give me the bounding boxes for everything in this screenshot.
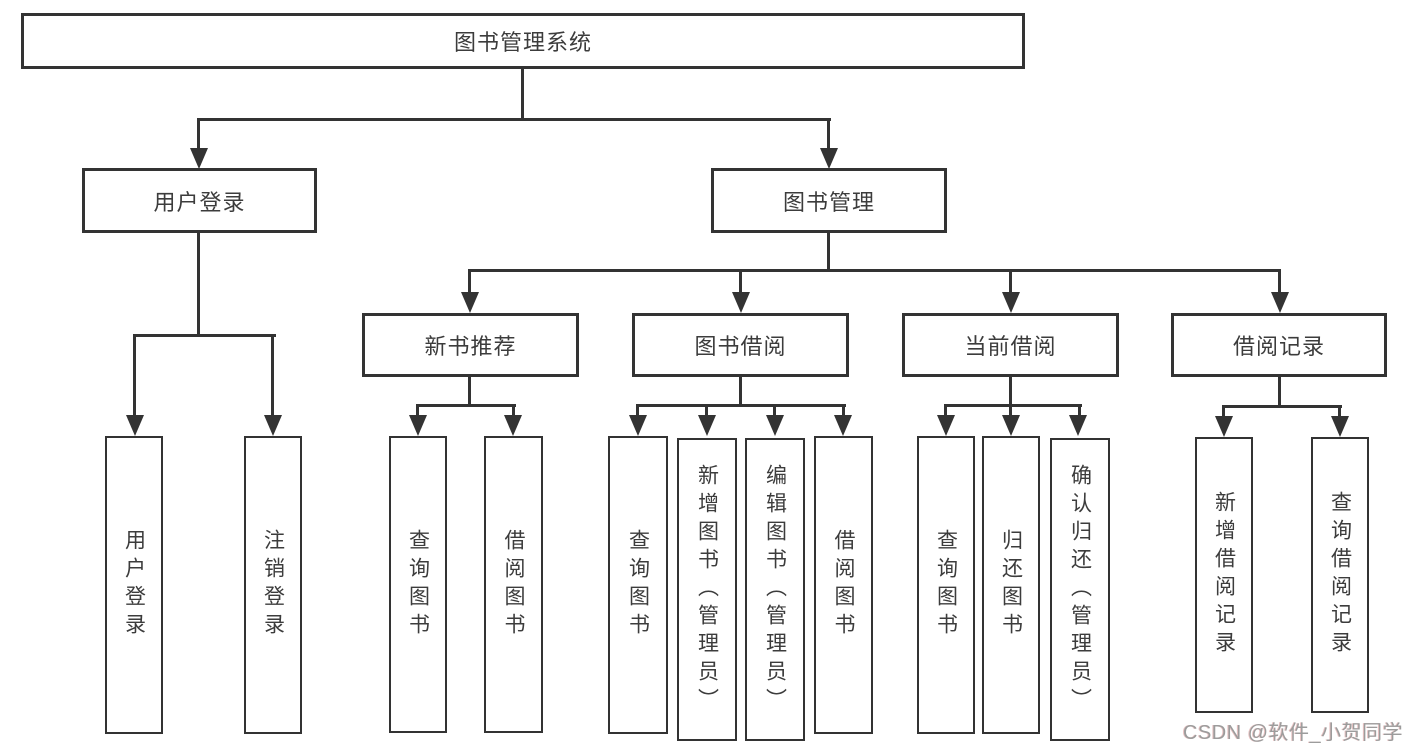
arrow-down-icon — [1002, 415, 1020, 436]
leaf-borrow-books-recommend: 借阅图书 — [484, 436, 543, 733]
connector-g4-leaf1-stem-line — [1222, 405, 1225, 418]
leaf-borrow-books-borrowing-label: 借阅图书 — [832, 529, 855, 641]
connector-g4-leaf2-stem-line — [1338, 405, 1341, 418]
arrow-down-icon — [834, 415, 852, 436]
arrow-down-icon — [461, 292, 479, 313]
connector-g2-down-line — [739, 377, 742, 407]
arrow-down-icon — [820, 148, 838, 169]
connector-mgmt-down-line — [827, 233, 830, 272]
arrow-down-icon — [629, 415, 647, 436]
leaf-borrow-books-recommend-label: 借阅图书 — [502, 528, 525, 641]
connector-user-leaf2-stem-line — [271, 334, 274, 418]
arrow-down-icon — [504, 415, 522, 436]
leaf-borrow-books-borrowing: 借阅图书 — [814, 436, 873, 734]
watermark: CSDN @软件_小贺同学 — [1183, 722, 1404, 744]
connector-group2-stem-line — [739, 269, 742, 297]
leaf-confirm-return-admin-label: 确认归还（管理员） — [1068, 463, 1092, 716]
arrow-down-icon — [766, 415, 784, 436]
arrow-down-icon — [1271, 292, 1289, 313]
node-book-borrowing-label: 图书借阅 — [694, 334, 787, 359]
connector-group3-stem-line — [1009, 269, 1012, 297]
leaf-query-books-recommend: 查询图书 — [389, 436, 447, 733]
leaf-query-borrow-record-label: 查询借阅记录 — [1328, 491, 1352, 659]
node-current-borrowing: 当前借阅 — [902, 313, 1119, 377]
leaf-query-books-current: 查询图书 — [917, 436, 975, 734]
connector-user-down-line — [197, 233, 200, 337]
arrow-down-icon — [409, 415, 427, 436]
leaf-confirm-return-admin: 确认归还（管理员） — [1050, 438, 1110, 741]
connector-group4-stem-line — [1278, 269, 1281, 297]
leaf-user-login-label: 用户登录 — [122, 529, 146, 641]
connector-mgmt-hline — [468, 269, 1281, 272]
arrow-down-icon — [1069, 415, 1087, 436]
connector-group1-stem-line — [468, 269, 471, 297]
leaf-return-book: 归还图书 — [982, 436, 1040, 734]
leaf-user-login: 用户登录 — [105, 436, 163, 734]
arrow-down-icon — [1215, 416, 1233, 437]
node-new-book-recommend: 新书推荐 — [362, 313, 579, 377]
arrow-down-icon — [264, 415, 282, 436]
connector-g2-leaf1-stem-line — [636, 404, 639, 417]
connector-g1-leaf1-stem-line — [416, 404, 419, 417]
node-new-book-recommend-label: 新书推荐 — [424, 334, 517, 359]
leaf-query-books-recommend-label: 查询图书 — [406, 528, 430, 641]
connector-g4-down-line — [1278, 377, 1281, 408]
connector-g2-leaf2-stem-line — [705, 404, 708, 417]
connector-user-stem-line — [197, 118, 200, 151]
connector-g2-leaf4-stem-line — [842, 404, 845, 417]
connector-g3-leaf2-stem-line — [1009, 404, 1012, 417]
connector-g2-leaf3-stem-line — [773, 404, 776, 417]
connector-user-leaf1-stem-line — [133, 334, 136, 418]
node-current-borrowing-label: 当前借阅 — [964, 334, 1057, 359]
connector-root-hline — [197, 118, 831, 121]
connector-g1-leaf2-stem-line — [512, 404, 515, 417]
connector-root-stem-line — [521, 67, 524, 121]
leaf-add-borrow-record: 新增借阅记录 — [1195, 437, 1253, 713]
connector-g1-down-line — [468, 377, 471, 407]
connector-g4-hline — [1222, 405, 1342, 408]
leaf-edit-book-admin: 编辑图书（管理员） — [745, 438, 805, 741]
arrow-down-icon — [937, 415, 955, 436]
arrow-down-icon — [1331, 416, 1349, 437]
node-root-label: 图书管理系统 — [453, 30, 592, 55]
leaf-add-book-admin-label: 新增图书（管理员） — [695, 463, 719, 716]
arrow-down-icon — [1002, 292, 1020, 313]
node-borrowing-records-label: 借阅记录 — [1232, 334, 1325, 359]
leaf-add-borrow-record-label: 新增借阅记录 — [1212, 491, 1236, 659]
node-book-borrowing: 图书借阅 — [632, 313, 849, 377]
leaf-return-book-label: 归还图书 — [999, 529, 1023, 641]
arrow-down-icon — [732, 292, 750, 313]
leaf-logout-label: 注销登录 — [261, 529, 285, 641]
arrow-down-icon — [698, 415, 716, 436]
node-user-login-label: 用户登录 — [153, 189, 246, 215]
leaf-logout: 注销登录 — [244, 436, 302, 734]
leaf-edit-book-admin-label: 编辑图书（管理员） — [763, 463, 787, 716]
node-user-login: 用户登录 — [82, 168, 317, 233]
connector-g3-hline — [944, 404, 1082, 407]
connector-mgmt-stem-line — [827, 118, 830, 151]
arrow-down-icon — [190, 148, 208, 169]
connector-g3-leaf3-stem-line — [1078, 404, 1081, 417]
node-book-management: 图书管理 — [711, 168, 947, 233]
connector-g3-down-line — [1009, 377, 1012, 407]
leaf-query-borrow-record: 查询借阅记录 — [1311, 437, 1369, 713]
node-book-management-label: 图书管理 — [782, 189, 875, 215]
connector-g2-hline — [636, 404, 846, 407]
leaf-query-books-borrowing: 查询图书 — [608, 436, 668, 734]
connector-user-hline — [133, 334, 276, 337]
node-borrowing-records: 借阅记录 — [1171, 313, 1387, 377]
connector-g3-leaf1-stem-line — [944, 404, 947, 417]
connector-g1-hline — [416, 404, 516, 407]
leaf-query-books-current-label: 查询图书 — [934, 529, 958, 641]
leaf-add-book-admin: 新增图书（管理员） — [677, 438, 737, 741]
node-root: 图书管理系统 — [21, 13, 1025, 69]
arrow-down-icon — [126, 415, 144, 436]
leaf-query-books-borrowing-label: 查询图书 — [626, 529, 650, 641]
